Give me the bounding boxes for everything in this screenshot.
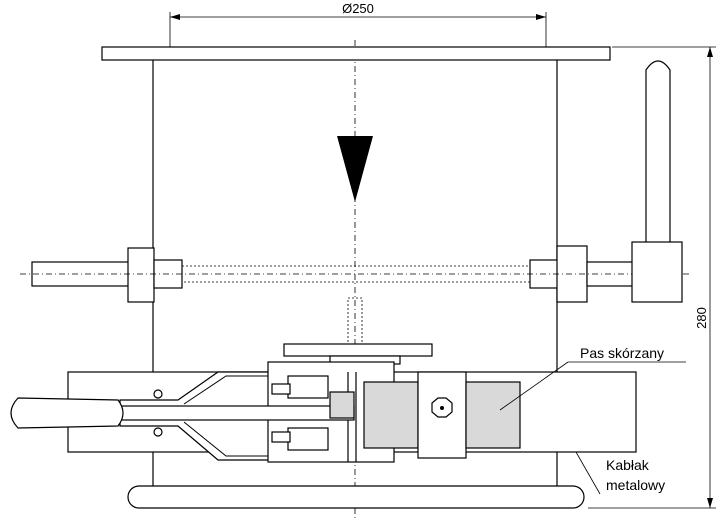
leather-strap [329, 371, 521, 459]
bottom-flange [127, 485, 585, 509]
metal-bracket-label-2: metalowy [606, 477, 665, 493]
diameter-label: Ø250 [342, 1, 374, 16]
height-label: 280 [694, 307, 709, 329]
height-dimension: 280 [588, 46, 716, 509]
strap-leader: Pas skórzany [499, 345, 686, 411]
bracket-leader: Kabłak metalowy [575, 451, 665, 495]
metal-bracket-label-1: Kabłak [606, 457, 650, 473]
impact-arrow [337, 136, 373, 202]
left-handle-grip [10, 397, 124, 429]
leather-strap-label: Pas skórzany [580, 345, 664, 361]
anvil-shaft [283, 297, 433, 365]
lever-handle [631, 60, 683, 303]
horizontal-axle [20, 245, 690, 303]
diameter-dimension: Ø250 [169, 1, 547, 47]
top-flange [101, 46, 611, 61]
